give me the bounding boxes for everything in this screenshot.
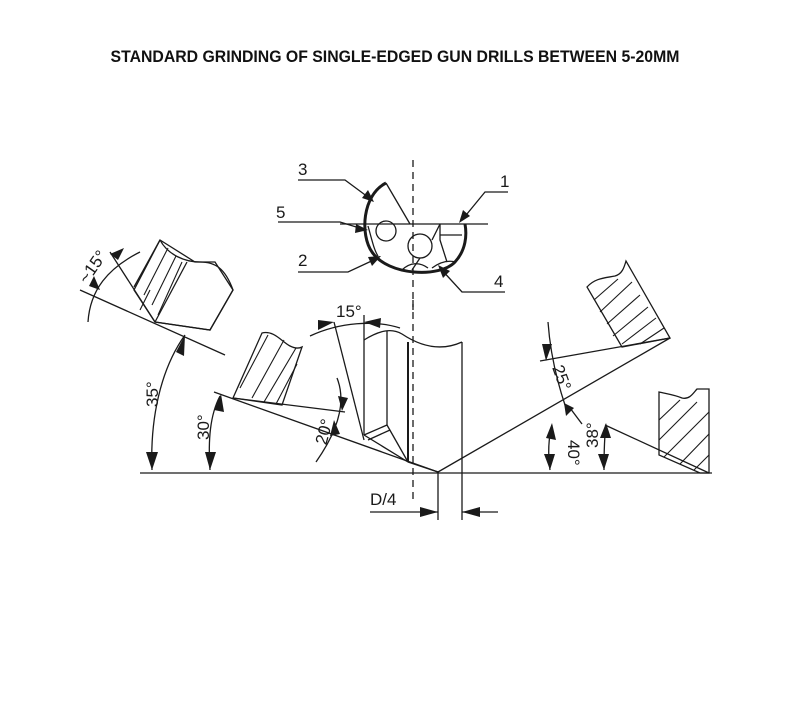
arrow-icon: [420, 507, 438, 517]
callout-1-arrow-icon: [459, 210, 470, 223]
arrow-icon: [462, 507, 480, 517]
arrow-icon: [205, 452, 216, 470]
arrow-icon: [598, 454, 609, 470]
angle-label-38: 38°: [583, 422, 602, 448]
callout-5: 5: [276, 203, 285, 222]
arrow-icon: [146, 452, 158, 470]
angle-15-top: 15°: [309, 302, 401, 337]
arrow-icon: [110, 248, 124, 260]
angle-label-40: 40°: [564, 440, 583, 466]
arrow-icon: [542, 344, 552, 361]
callout-4-arrow-icon: [438, 265, 450, 278]
drill-body-arc: [363, 181, 468, 274]
coolant-hole-upper: [375, 220, 397, 242]
callout-5-arrow-icon: [355, 224, 368, 233]
angle-label-approx-15: ~15°: [75, 247, 111, 287]
angle-label-20: 20°: [312, 417, 337, 447]
callout-2-arrow-icon: [368, 256, 381, 266]
callout-1: 1: [500, 172, 509, 191]
drill-cross-section: 3 5 2 1 4: [276, 160, 509, 310]
arrow-icon: [546, 423, 556, 440]
arrow-icon: [214, 394, 224, 412]
callout-4: 4: [494, 272, 503, 291]
callout-2: 2: [298, 251, 307, 270]
arrow-icon: [364, 318, 381, 328]
coolant-hole-lower: [407, 233, 433, 259]
callout-3: 3: [298, 160, 307, 179]
drill-tip-view: [333, 300, 671, 520]
arrow-icon: [338, 396, 348, 411]
dimension-label: D/4: [370, 490, 396, 509]
dimension-d4: D/4: [370, 490, 498, 517]
arrow-icon: [564, 403, 574, 416]
grinder-middle-left: 30° 20°: [194, 331, 439, 473]
angle-label-25: 25°: [548, 362, 575, 393]
arrow-icon: [600, 423, 611, 438]
angle-label-30: 30°: [194, 414, 213, 440]
angle-label-35: 35°: [143, 381, 162, 407]
angle-label-15: 15°: [336, 302, 362, 321]
arrow-icon: [89, 276, 100, 290]
diagram-title: STANDARD GRINDING OF SINGLE-EDGED GUN DR…: [110, 47, 680, 66]
arrow-icon: [176, 335, 185, 356]
callout-3-arrow-icon: [362, 190, 374, 202]
arrow-icon: [330, 420, 340, 436]
arrow-icon: [544, 454, 555, 470]
arrow-icon: [318, 320, 334, 330]
grinder-top-right: 25°: [539, 259, 672, 406]
grinder-bottom-right: 40° 38°: [544, 388, 710, 474]
